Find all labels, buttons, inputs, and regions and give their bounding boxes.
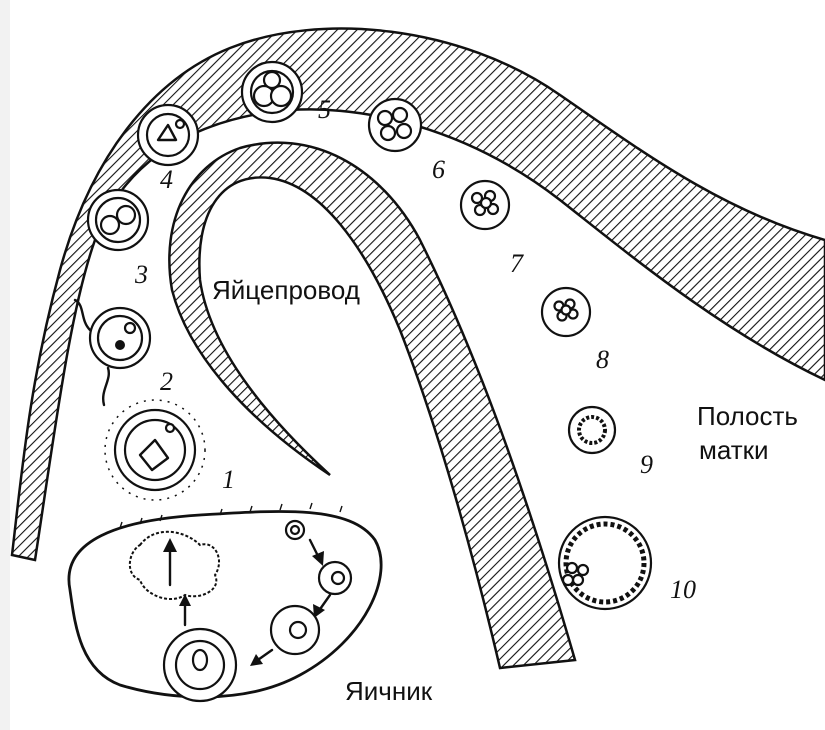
stage-1-oocyte	[105, 400, 205, 500]
stage-number-7: 7	[510, 249, 524, 278]
stage-number-10: 10	[670, 575, 696, 604]
stage-number-5: 5	[318, 95, 331, 124]
stage-7-morula	[461, 181, 509, 229]
stage-8-morula	[542, 288, 590, 336]
uterine-cavity-label-line1: Полость	[697, 401, 798, 431]
stage-9-early-blastocyst	[569, 407, 615, 453]
stage-2-fertilization	[75, 300, 150, 405]
stage-10-blastocyst	[559, 517, 651, 609]
stage-number-2: 2	[160, 367, 173, 396]
stage-number-8: 8	[596, 345, 609, 374]
stage-6-eight-cell	[369, 99, 421, 151]
stage-number-4: 4	[160, 165, 173, 194]
uterine-cavity-label-line2: матки	[699, 435, 769, 465]
stage-number-3: 3	[134, 260, 148, 289]
stage-3-two-cell	[88, 190, 148, 250]
stage-4-cleavage	[138, 105, 198, 165]
stage-number-6: 6	[432, 155, 445, 184]
stage-number-1: 1	[222, 465, 235, 494]
ovary-label: Яичник	[345, 676, 433, 706]
stage-5-four-cell	[242, 62, 302, 122]
stage-number-9: 9	[640, 450, 653, 479]
oviduct-label: Яйцепровод	[212, 275, 360, 305]
